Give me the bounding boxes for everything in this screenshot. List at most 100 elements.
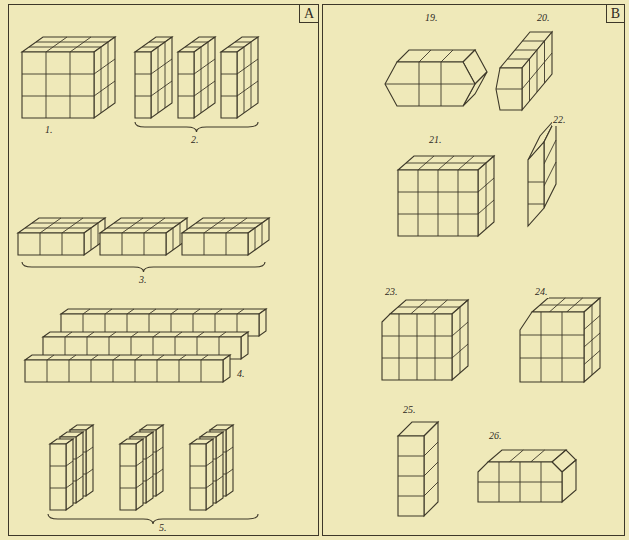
grid-line xyxy=(105,309,112,314)
figure-number: 23. xyxy=(384,286,399,298)
grid-line xyxy=(398,456,424,457)
grid-line xyxy=(417,314,418,380)
grid-line xyxy=(226,447,233,452)
figure-number: 21. xyxy=(428,134,443,146)
grid-line xyxy=(190,488,206,489)
grid-line xyxy=(135,96,151,97)
grid-line xyxy=(523,41,545,42)
block-face xyxy=(156,425,163,496)
grid-line xyxy=(385,84,475,85)
grid-line xyxy=(66,483,73,488)
panel-letter: B xyxy=(606,5,624,23)
grid-line xyxy=(478,482,562,483)
block-figure xyxy=(398,156,494,236)
figure-number: 26. xyxy=(488,430,503,442)
grid-line xyxy=(541,312,542,382)
grid-line xyxy=(418,170,419,236)
grid-line xyxy=(537,50,538,92)
grid-line xyxy=(235,42,251,43)
grid-line xyxy=(114,223,180,224)
block-face xyxy=(178,52,194,118)
block-face xyxy=(43,332,248,337)
block-face xyxy=(25,360,223,382)
figure-number: 1. xyxy=(44,124,54,136)
block-face xyxy=(100,233,166,255)
block-face xyxy=(151,37,172,118)
grid-line xyxy=(398,496,424,497)
block-face xyxy=(194,37,215,118)
grid-line xyxy=(157,360,158,382)
grid-line xyxy=(540,305,592,306)
grid-line xyxy=(91,360,92,382)
grid-line xyxy=(398,476,424,477)
block-face xyxy=(237,37,258,118)
grid-line xyxy=(197,332,204,337)
grid-line xyxy=(29,47,101,48)
grid-line xyxy=(91,228,92,250)
grid-line xyxy=(201,355,208,360)
grid-line xyxy=(76,454,83,459)
grid-line xyxy=(107,228,173,229)
figure-number: 22. xyxy=(552,114,567,126)
block-face xyxy=(562,460,576,502)
block-figure xyxy=(520,298,600,382)
block-face xyxy=(50,444,66,510)
block-face xyxy=(61,309,266,314)
figure-number: 19. xyxy=(424,12,439,24)
block-face xyxy=(120,444,136,510)
grid-line xyxy=(520,335,584,336)
figure-panel: A xyxy=(8,4,319,536)
grid-line xyxy=(135,355,142,360)
block-face xyxy=(398,170,478,236)
block-face xyxy=(76,432,83,503)
grid-line xyxy=(69,355,76,360)
figure-number: 24. xyxy=(534,286,549,298)
grid-line xyxy=(226,218,247,233)
grid-line xyxy=(173,228,174,250)
grid-line xyxy=(46,37,67,52)
grid-line xyxy=(98,223,99,245)
block-face xyxy=(182,233,248,255)
grid-line xyxy=(520,358,584,359)
grid-line xyxy=(66,461,73,466)
grid-line xyxy=(70,37,91,52)
grid-line xyxy=(22,96,94,97)
block-figure xyxy=(135,37,172,118)
figure-number: 3. xyxy=(138,274,148,286)
grid-line xyxy=(86,469,93,474)
block-face xyxy=(398,436,424,516)
block-face xyxy=(94,37,115,118)
grid-line xyxy=(206,483,213,488)
grid-line xyxy=(424,482,438,496)
grid-line xyxy=(192,42,208,43)
grid-line xyxy=(113,360,114,382)
grid-line xyxy=(178,74,194,75)
grid-line xyxy=(237,81,258,96)
block-figure xyxy=(382,300,468,380)
grid-line xyxy=(189,228,255,229)
block-face xyxy=(520,312,584,382)
block-face xyxy=(66,439,73,510)
grid-line xyxy=(40,233,41,255)
block-face xyxy=(190,444,206,510)
block-face xyxy=(496,68,522,110)
block-figure xyxy=(120,439,143,510)
grid-line xyxy=(40,218,61,233)
grid-line xyxy=(120,488,136,489)
grid-line xyxy=(262,223,263,245)
grid-line xyxy=(204,218,225,233)
grid-line xyxy=(178,96,194,97)
grid-line xyxy=(69,360,70,382)
grid-line xyxy=(544,140,556,164)
grid-line xyxy=(460,307,461,373)
grid-line xyxy=(194,59,215,74)
block-face xyxy=(478,156,494,236)
grid-line xyxy=(22,74,94,75)
grid-line xyxy=(438,170,439,236)
figure-number: 2. xyxy=(190,134,200,146)
grid-line xyxy=(32,223,98,224)
figure-number: 5. xyxy=(158,522,168,534)
grid-line xyxy=(486,163,487,229)
grid-line xyxy=(398,214,478,215)
